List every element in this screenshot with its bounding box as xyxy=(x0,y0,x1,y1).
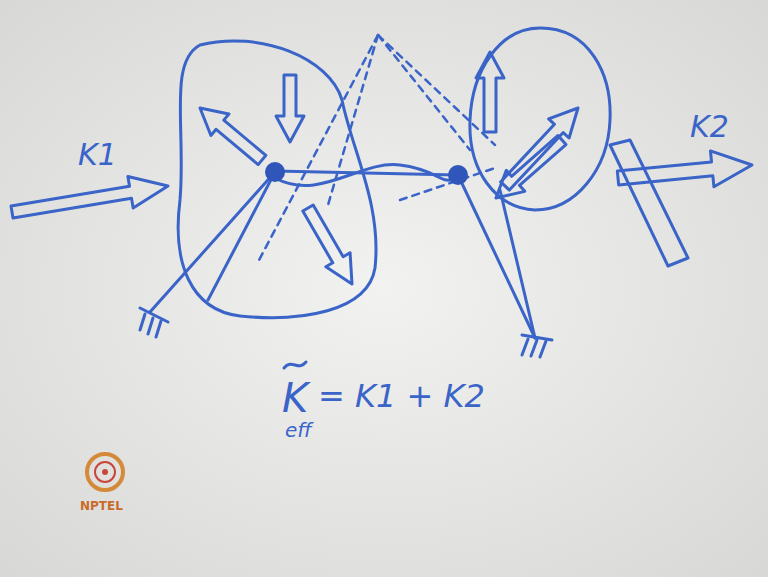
left-body-outline xyxy=(178,41,376,318)
formula-label: K1 xyxy=(78,140,117,170)
joint-dot xyxy=(448,165,468,185)
formula-label: = K1 + K2 xyxy=(318,380,485,412)
formula-label: K2 xyxy=(690,112,729,142)
screw-arrow xyxy=(617,151,752,187)
screw-axes xyxy=(258,35,495,262)
wavy-link xyxy=(275,165,458,186)
ground-link xyxy=(458,175,535,338)
screw-arrow xyxy=(200,108,266,165)
tilde-mark xyxy=(284,362,306,368)
screw-arrow xyxy=(501,108,578,190)
ground-link xyxy=(500,190,535,338)
nptel-logo xyxy=(87,454,123,490)
ground-hatch xyxy=(140,308,552,357)
screw-arrow xyxy=(303,205,352,284)
ground-link xyxy=(150,172,275,312)
screw-arrow xyxy=(276,75,304,142)
logo-text: NPTEL xyxy=(80,500,123,512)
ground-link xyxy=(208,172,275,300)
k2-arrow-tail xyxy=(610,140,688,266)
formula-label: eff xyxy=(285,420,312,440)
screw-arrow xyxy=(476,52,504,132)
formula-label: K xyxy=(282,378,308,418)
right-body-outline xyxy=(470,28,610,210)
screw-arrow xyxy=(11,176,168,217)
joint-dot xyxy=(265,162,285,182)
screw-arrow xyxy=(496,135,566,198)
